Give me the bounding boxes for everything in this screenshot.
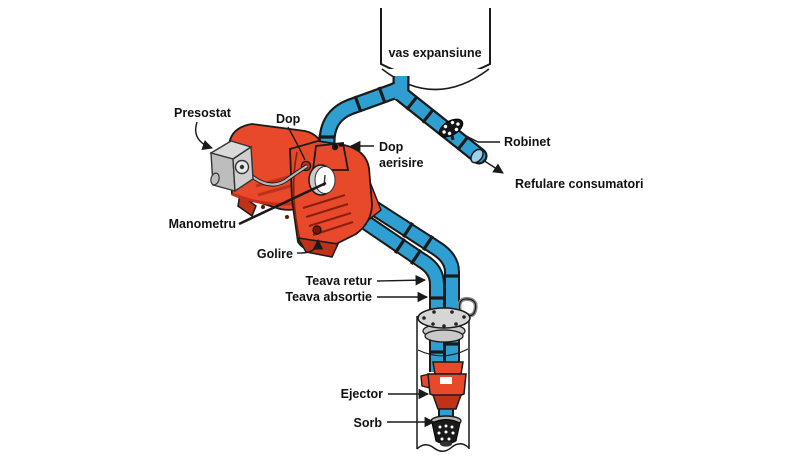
pipe-return-and-suction (341, 187, 460, 372)
foot-valve-strainer (430, 415, 462, 447)
label-sorb: Sorb (354, 416, 383, 430)
leader-golire (296, 238, 324, 254)
label-teava-absortie: Teava absortie (285, 290, 372, 304)
pipe-open-end (470, 148, 484, 164)
pump-body (228, 123, 382, 258)
valve-handwheel (438, 118, 464, 141)
ejector-assembly (420, 361, 467, 410)
air-vent-plug (331, 143, 344, 151)
label-presostat: Presostat (174, 106, 232, 120)
label-golire: Golire (257, 247, 293, 261)
well-head-flange (417, 296, 478, 343)
leader-refulare (482, 159, 504, 174)
pump-outlet-tower (311, 142, 350, 171)
label-dop: Dop (276, 112, 301, 126)
label-dop-aerisire-1: Dop (379, 140, 404, 154)
label-refulare-consumatori: Refulare consumatori (515, 177, 644, 191)
label-vas-expansiune: vas expansiune (388, 46, 481, 60)
leader-presostat (194, 121, 213, 150)
label-robinet: Robinet (504, 135, 551, 149)
leader-manometru (238, 181, 327, 226)
drain-plug (312, 225, 322, 235)
label-dop-aerisire-2: aerisire (379, 156, 424, 170)
leader-robinet (463, 134, 500, 143)
well-casing (416, 296, 478, 452)
leader-dop (287, 126, 306, 161)
label-ejector: Ejector (341, 387, 384, 401)
label-manometru: Manometru (169, 217, 236, 231)
leader-teava-retur (376, 274, 427, 286)
pressure-switch (209, 140, 309, 193)
leader-lines (194, 121, 504, 428)
label-teava-retur: Teava retur (306, 274, 373, 288)
well-bottom-edge (416, 443, 470, 452)
labels: vas expansiune Presostat Dop Dop aerisir… (169, 46, 644, 430)
